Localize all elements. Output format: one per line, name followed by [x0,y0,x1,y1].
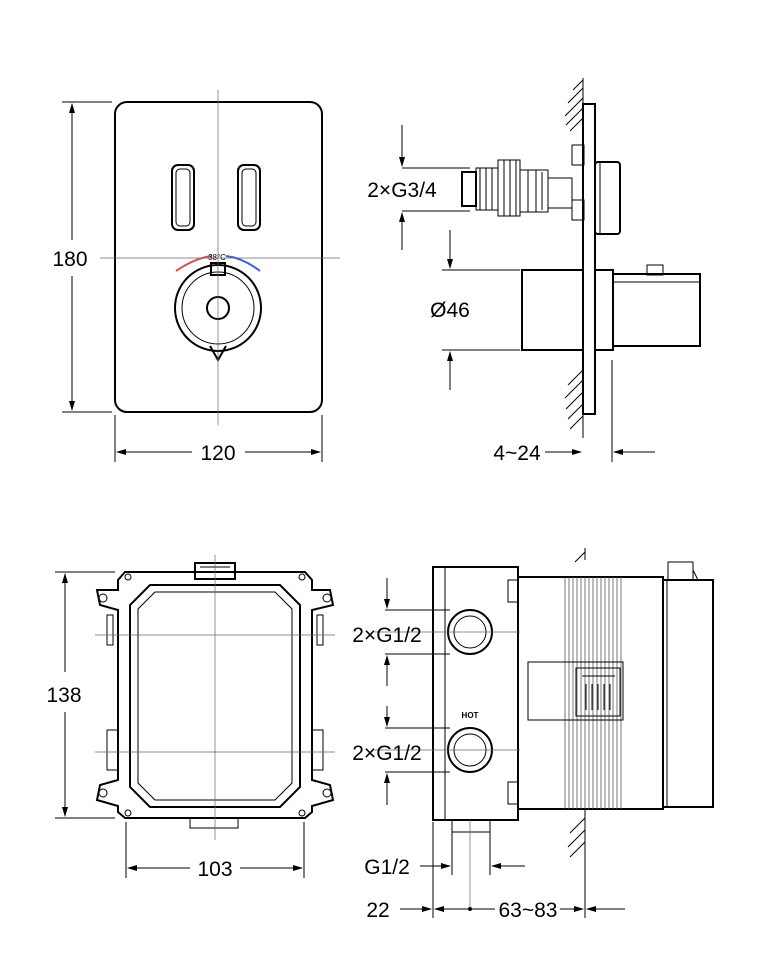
hot-arc [175,255,213,272]
faceplate-side-view: 2×G3/4 Ø46 4~24 [367,78,701,465]
box-inner-frame [129,584,301,808]
mounting-box-side-view: HOT [352,548,714,922]
lower-connection-label: 2×G1/2 [352,742,421,765]
upper-connection-label: 2×G1/2 [352,624,421,647]
front-cap [662,579,714,808]
left-push-button [171,164,195,231]
width-label-120: 120 [200,442,235,465]
faceplate-outline [114,101,323,413]
main-cylinder [517,576,664,810]
right-push-button [237,164,261,231]
thermostat-body [521,269,584,351]
left-offset-label-22: 22 [366,899,389,922]
temperature-label: 38°C [208,253,226,262]
bottom-outlet [451,819,491,833]
faceplate-front-view: 38°C 180 120 [52,90,340,465]
cold-arc [225,255,261,272]
diameter-label-46: Ø46 [430,299,470,322]
valve-body [432,566,519,821]
product-label-sticker [527,661,624,721]
bottom-connection-label: G1/2 [364,856,410,879]
box-outer-frame [95,571,335,819]
knob-side [612,273,701,347]
hot-label: HOT [462,711,479,720]
faceplate-edge [582,103,596,415]
width-label-103: 103 [197,858,232,881]
height-label-180: 180 [52,248,87,271]
button-cap-side [594,161,621,235]
connector-thread [461,171,477,207]
height-label-138: 138 [46,684,81,707]
mounting-box-front-view: 138 103 [46,555,335,881]
depth-label-63-83: 63~83 [499,899,558,922]
thread-lines [564,577,622,809]
connection-label-g34: 2×G3/4 [367,179,437,202]
depth-label-4-24: 4~24 [493,442,541,465]
